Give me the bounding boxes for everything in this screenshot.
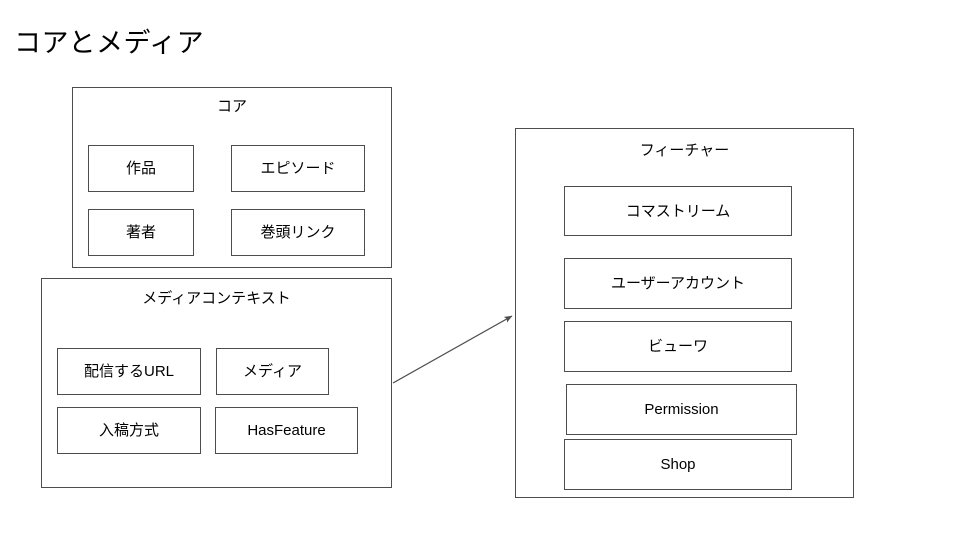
node-feature-permission[interactable]: Permission xyxy=(566,384,797,435)
node-media-delivery-url[interactable]: 配信するURL xyxy=(57,348,201,395)
node-feature-shop[interactable]: Shop xyxy=(564,439,792,490)
node-feature-user-account[interactable]: ユーザーアカウント xyxy=(564,258,792,309)
node-media-hasfeature[interactable]: HasFeature xyxy=(215,407,358,454)
group-core-title: コア xyxy=(216,98,247,115)
connector-media-to-feature xyxy=(392,315,513,384)
group-feature-title: フィーチャー xyxy=(639,142,730,159)
group-media-context[interactable]: メディアコンテキスト 配信するURL メディア 入稿方式 HasFeature xyxy=(41,278,392,488)
node-core-episode[interactable]: エピソード xyxy=(231,145,365,192)
node-media-submission-method[interactable]: 入稿方式 xyxy=(57,407,201,454)
node-core-author[interactable]: 著者 xyxy=(88,209,194,256)
group-media-context-title: メディアコンテキスト xyxy=(142,290,291,307)
node-core-frontpage-link[interactable]: 巻頭リンク xyxy=(231,209,365,256)
node-core-sakuhin[interactable]: 作品 xyxy=(88,145,194,192)
node-media-media[interactable]: メディア xyxy=(216,348,329,395)
node-feature-koma-stream[interactable]: コマストリーム xyxy=(564,186,792,236)
group-feature[interactable]: フィーチャー コマストリーム ユーザーアカウント ビューワ Permission… xyxy=(515,128,854,498)
node-feature-viewer[interactable]: ビューワ xyxy=(564,321,792,372)
group-core[interactable]: コア 作品 エピソード 著者 巻頭リンク xyxy=(72,87,392,268)
page-title: コアとメディア xyxy=(14,28,205,58)
